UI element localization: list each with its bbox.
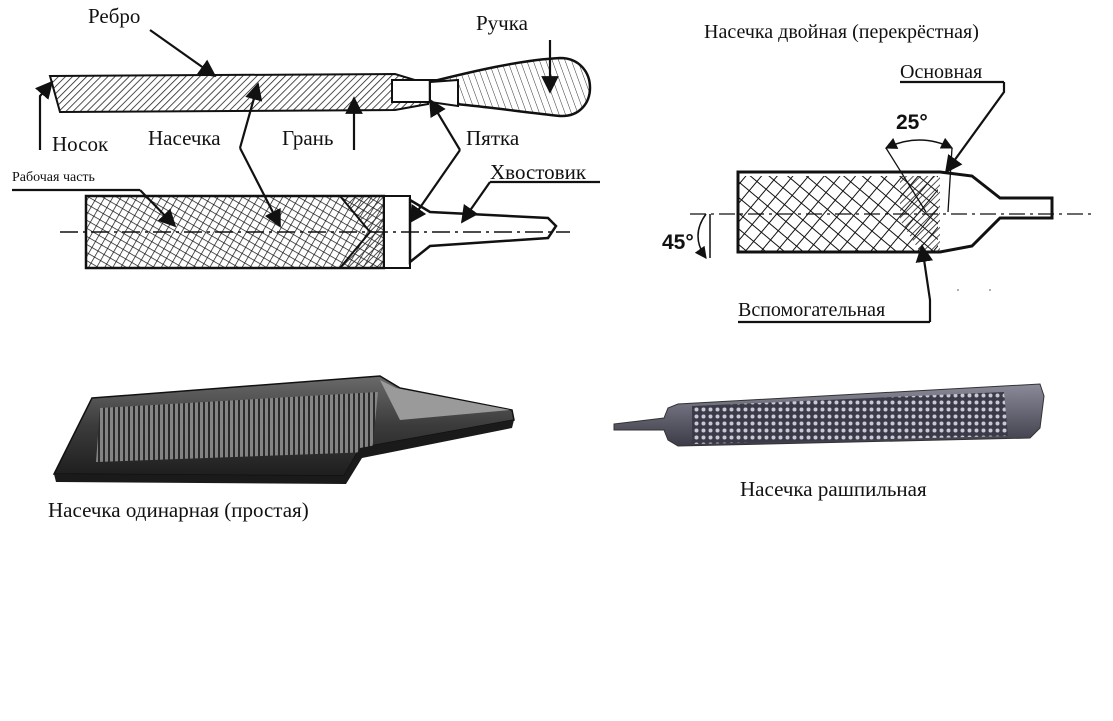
label-pyatka: Пятка xyxy=(466,126,520,150)
label-angle-45: 45° xyxy=(662,231,694,254)
caption-single-cut: Насечка одинарная (простая) xyxy=(48,498,309,522)
label-nasechka: Насечка xyxy=(148,126,221,150)
label-rebro: Ребро xyxy=(88,4,141,28)
label-hvostovik: Хвостовик xyxy=(490,160,587,184)
label-rabochaya-chast: Рабочая часть xyxy=(12,170,95,185)
file-body-flat xyxy=(60,194,570,270)
callout-arrows-right xyxy=(738,80,1006,324)
label-angle-25: 25° xyxy=(896,111,928,134)
single-cut-file-3d xyxy=(52,375,515,484)
label-double-cut-title: Насечка двойная (перекрёстная) xyxy=(704,21,979,43)
label-ruchka: Ручка xyxy=(476,11,528,35)
callout-arrows-left xyxy=(12,29,600,228)
double-cut-file xyxy=(690,137,1095,259)
label-gran: Грань xyxy=(282,126,334,150)
label-vspomogatelnaya: Вспомогательная xyxy=(738,299,886,321)
file-with-handle xyxy=(48,56,592,118)
decorative-dots xyxy=(957,289,991,291)
rasp-file xyxy=(613,383,1045,447)
label-nosok: Носок xyxy=(52,132,109,156)
label-osnovnaya: Основная xyxy=(900,61,983,83)
caption-rasp: Насечка рашпильная xyxy=(740,477,927,501)
